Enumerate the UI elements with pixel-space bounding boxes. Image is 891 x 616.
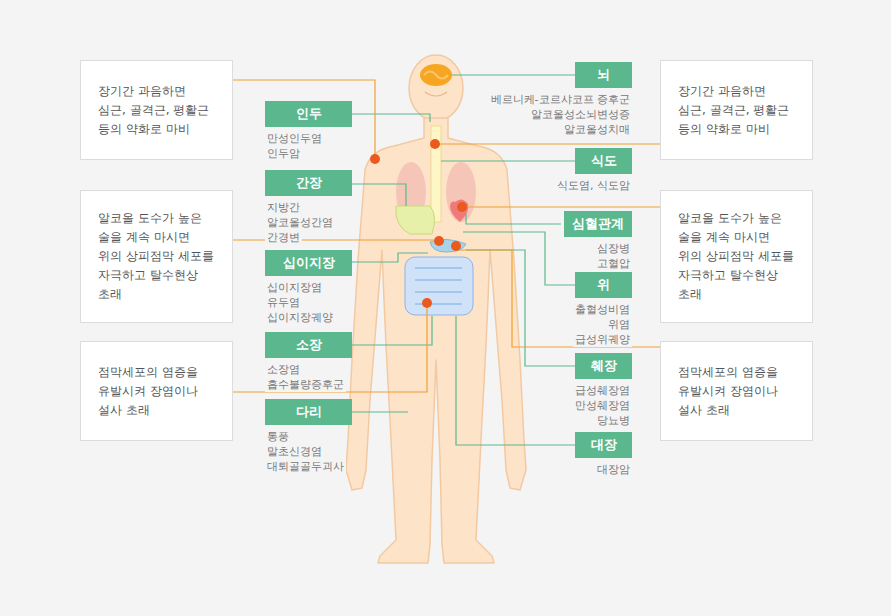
note-text: 점막세포의 염증을 유발시켜 장염이나 설사 초래 <box>98 363 215 420</box>
disease-item: 식도염, 식도암 <box>555 178 632 193</box>
leader-line <box>441 160 575 161</box>
organ-label: 위출혈성비염위염급성위궤양 <box>573 272 632 347</box>
organ-name: 심혈관계 <box>564 211 632 237</box>
disease-item: 알코올성간염 <box>265 215 335 230</box>
organ-label: 십이지장십이지장염유두염십이지장궤양 <box>265 250 352 325</box>
leader-line <box>352 316 432 345</box>
disease-item: 유두염 <box>265 295 302 310</box>
leader-line <box>466 214 561 224</box>
note-text: 점막세포의 염증을 유발시켜 장염이나 설사 초래 <box>678 363 795 420</box>
note-text: 알코올 도수가 높은 술을 계속 마시면 위의 상피점막 세포를 자극하고 탈수… <box>678 209 795 304</box>
disease-item: 대퇴골골두괴사 <box>265 459 346 474</box>
disease-item: 고혈압 <box>595 256 632 271</box>
disease-item: 대장암 <box>595 462 632 477</box>
disease-item: 십이지장궤양 <box>265 310 335 325</box>
leader-line <box>352 253 428 262</box>
disease-item: 알코올성소뇌변성증 <box>529 107 632 122</box>
organ-name: 뇌 <box>575 62 632 88</box>
organ-name: 대장 <box>575 432 632 458</box>
disease-item: 통풍 <box>265 429 291 444</box>
disease-item: 급성췌장염 <box>573 383 632 398</box>
callout-dot <box>430 139 440 149</box>
organ-label: 대장대장암 <box>575 432 632 477</box>
head <box>409 55 463 121</box>
leader-line <box>463 232 575 285</box>
disease-item: 위염 <box>606 317 632 332</box>
disease-item: 소장염 <box>265 362 302 377</box>
brain-fold <box>424 72 448 79</box>
leader-line <box>466 250 575 366</box>
organ-label: 췌장급성췌장염만성췌장염당뇨병 <box>573 353 632 428</box>
callout-dot <box>451 241 461 251</box>
note-text: 알코올 도수가 높은 술을 계속 마시면 위의 상피점막 세포를 자극하고 탈수… <box>98 209 215 304</box>
organ-label: 인두만성인두염인두암 <box>265 101 352 161</box>
leader-line <box>456 316 575 445</box>
note-box: 알코올 도수가 높은 술을 계속 마시면 위의 상피점막 세포를 자극하고 탈수… <box>660 190 813 323</box>
note-box: 장기간 과음하면 심근, 골격근, 평활근 등의 약화로 마비 <box>660 60 813 160</box>
leader-line <box>352 184 406 206</box>
disease-item: 심장병 <box>595 241 632 256</box>
leader-line <box>352 114 430 122</box>
disease-item: 만성인두염 <box>265 131 324 146</box>
disease-item: 말초신경염 <box>265 444 324 459</box>
disease-item: 만성췌장염 <box>573 398 632 413</box>
intestine-fold <box>415 268 462 304</box>
disease-item: 십이지장염 <box>265 280 324 295</box>
organ-name: 간장 <box>265 170 352 196</box>
esophagus <box>431 126 441 222</box>
organ-name: 췌장 <box>575 353 632 379</box>
disease-item: 간경변 <box>265 230 302 245</box>
organ-label: 심혈관계심장병고혈압 <box>564 211 632 271</box>
disease-item: 흡수불량증후군 <box>265 377 346 392</box>
disease-item: 당뇨병 <box>595 413 632 428</box>
callout-line <box>440 143 660 144</box>
leader-line <box>352 411 408 412</box>
organ-name: 다리 <box>265 399 352 425</box>
smile <box>425 92 447 96</box>
note-box: 점막세포의 염증을 유발시켜 장염이나 설사 초래 <box>660 341 813 441</box>
liver <box>396 206 435 234</box>
organ-name: 십이지장 <box>265 250 352 276</box>
brain <box>420 64 452 86</box>
disease-item: 지방간 <box>265 200 302 215</box>
callout-dot <box>434 236 444 246</box>
disease-item: 인두암 <box>265 146 302 161</box>
callout-line <box>233 308 427 392</box>
note-text: 장기간 과음하면 심근, 골격근, 평활근 등의 약화로 마비 <box>678 82 795 139</box>
callout-line <box>456 250 660 347</box>
organ-label: 뇌베르니케-코르샤코프 증후군알코올성소뇌변성증알코올성치매 <box>489 62 632 137</box>
note-box: 장기간 과음하면 심근, 골격근, 평활근 등의 약화로 마비 <box>80 60 233 160</box>
callout-line <box>467 206 660 207</box>
disease-item: 급성위궤양 <box>573 332 632 347</box>
organ-label: 간장지방간알코올성간염간경변 <box>265 170 352 245</box>
body-outline <box>346 118 526 563</box>
callout-line <box>233 239 434 240</box>
disease-item: 베르니케-코르샤코프 증후군 <box>489 92 632 107</box>
organ-name: 인두 <box>265 101 352 127</box>
intestine <box>405 257 473 315</box>
disease-item: 출혈성비염 <box>573 302 632 317</box>
note-text: 장기간 과음하면 심근, 골격근, 평활근 등의 약화로 마비 <box>98 82 215 139</box>
leader-line <box>452 74 575 75</box>
organ-label: 다리통풍말초신경염대퇴골골두괴사 <box>265 399 352 474</box>
callout-line <box>233 80 375 154</box>
callout-dot <box>422 298 432 308</box>
disease-item: 알코올성치매 <box>562 122 632 137</box>
callout-dot <box>457 202 467 212</box>
organ-name: 소장 <box>265 332 352 358</box>
note-box: 알코올 도수가 높은 술을 계속 마시면 위의 상피점막 세포를 자극하고 탈수… <box>80 190 233 323</box>
organ-label: 식도식도염, 식도암 <box>555 148 632 193</box>
right-lung <box>446 162 476 222</box>
note-box: 점막세포의 염증을 유발시켜 장염이나 설사 초래 <box>80 341 233 441</box>
organ-label: 소장소장염흡수불량증후군 <box>265 332 352 392</box>
organ-name: 위 <box>575 272 632 298</box>
callout-dot <box>370 154 380 164</box>
organ-name: 식도 <box>575 148 632 174</box>
